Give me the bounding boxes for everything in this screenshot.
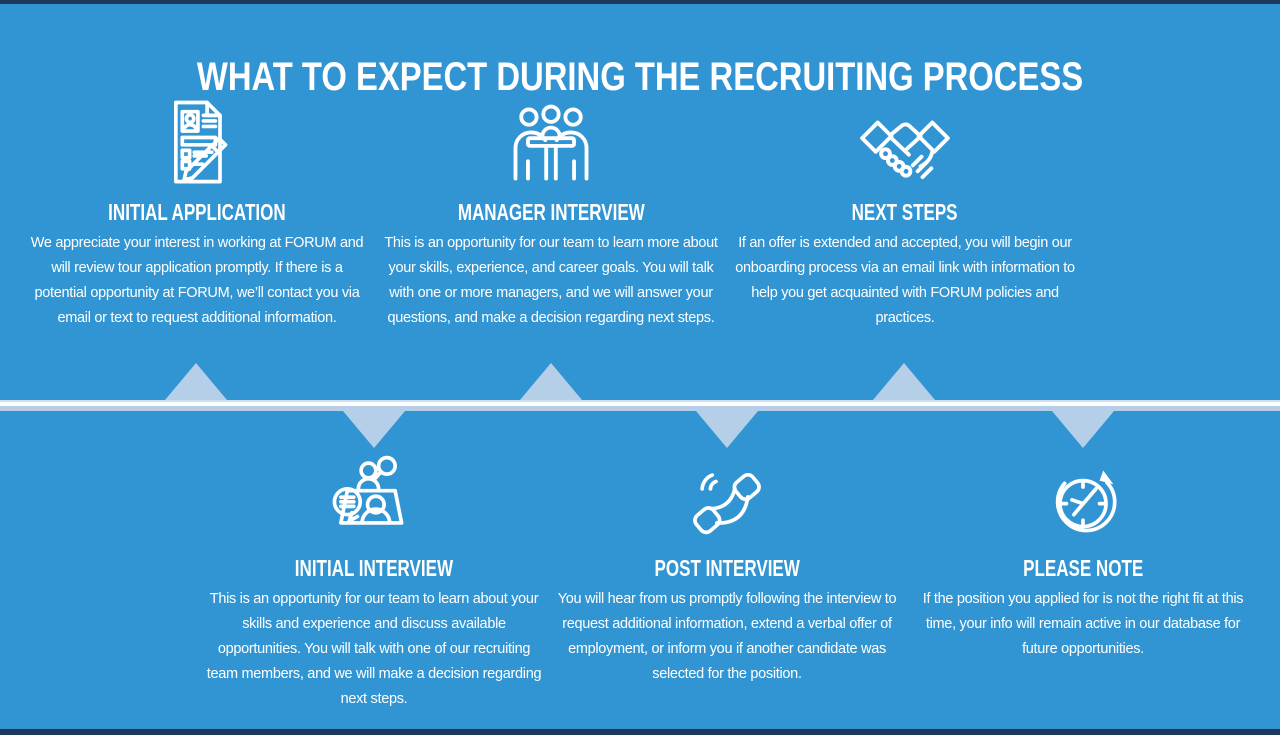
phone-icon [681, 448, 773, 550]
step-heading: MANAGER INTERVIEW [457, 199, 645, 225]
handshake-icon [856, 92, 954, 194]
timeline-arrow-up-2 [520, 363, 582, 400]
step-heading: INITIAL APPLICATION [108, 199, 286, 225]
timeline-arrow-down-2 [696, 411, 758, 448]
step-description: This is an opportunity for our team to l… [384, 235, 718, 327]
page-title: WHAT TO EXPECT DURING THE RECRUITING PRO… [196, 54, 1084, 99]
clock-icon [1037, 448, 1129, 550]
timeline-arrow-down-1 [343, 411, 405, 448]
timeline-arrow-up-3 [873, 363, 935, 400]
step-description: This is an opportunity for our team to l… [206, 591, 542, 708]
step-next-steps: NEXT STEPS If an offer is extended and a… [733, 92, 1077, 331]
resume-pen-icon [151, 92, 243, 194]
step-post-interview: POST INTERVIEW You will hear from us pro… [555, 448, 899, 687]
step-description: If the position you applied for is not t… [922, 591, 1244, 658]
timeline-arrow-up-1 [165, 363, 227, 400]
step-heading: POST INTERVIEW [654, 555, 800, 581]
interview-desk-icon [328, 448, 420, 550]
bottom-edge-bar [0, 729, 1280, 735]
step-heading: INITIAL INTERVIEW [294, 555, 454, 581]
timeline-arrow-down-3 [1052, 411, 1114, 448]
step-description: We appreciate your interest in working a… [30, 235, 364, 327]
top-edge-bar [0, 0, 1280, 4]
step-description: If an offer is extended and accepted, yo… [735, 235, 1075, 327]
timeline-bar [0, 400, 1280, 411]
step-manager-interview: MANAGER INTERVIEW This is an opportunity… [381, 92, 721, 331]
step-heading: NEXT STEPS [852, 199, 958, 225]
step-heading: PLEASE NOTE [1022, 555, 1144, 581]
step-initial-application: INITIAL APPLICATION We appreciate your i… [24, 92, 370, 331]
step-please-note: PLEASE NOTE If the position you applied … [911, 448, 1255, 662]
step-initial-interview: INITIAL INTERVIEW This is an opportunity… [202, 448, 546, 712]
step-description: You will hear from us promptly following… [557, 591, 897, 683]
meeting-table-icon [503, 92, 599, 194]
